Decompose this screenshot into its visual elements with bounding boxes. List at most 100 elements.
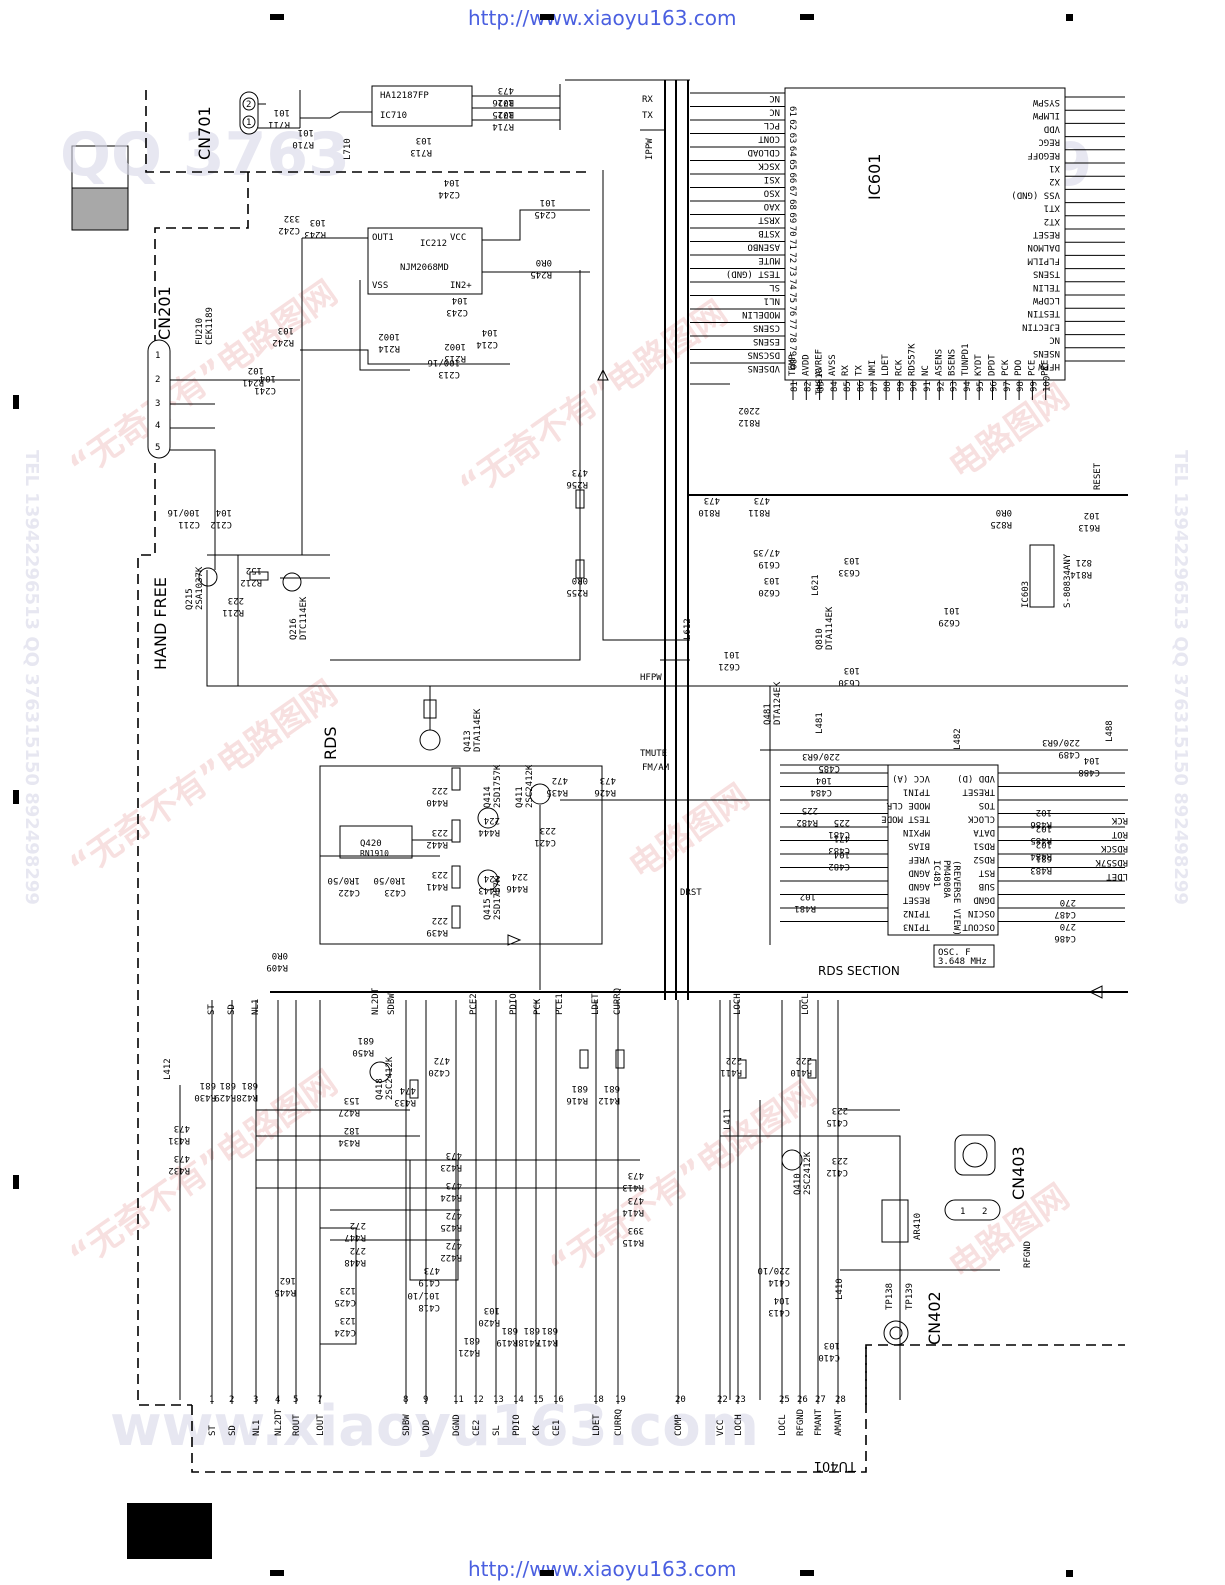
ic601-pin-label: TUNPD1: [961, 343, 971, 376]
capacitor-ref: C214: [476, 339, 498, 349]
resistor-value: 224: [484, 873, 500, 883]
resistor-value: 473: [446, 1180, 462, 1190]
tu401-pin-number: 14: [513, 1395, 524, 1405]
ic601-pin-number: 79: [787, 345, 797, 356]
svg-text:FU210: FU210: [195, 318, 205, 345]
capacitor-ref: C419: [418, 1277, 440, 1287]
resistor-ref: R245: [530, 269, 552, 279]
resistor-ref: R714: [492, 121, 514, 131]
ic601-pin-number: 84: [830, 381, 840, 392]
resistor-ref: R710: [292, 139, 314, 149]
svg-text:TP138: TP138: [885, 1283, 895, 1310]
resistor-value: 103: [416, 135, 432, 145]
page-tab: [71, 145, 129, 231]
svg-text:4: 4: [155, 421, 160, 431]
resistor-ref: R814: [1070, 569, 1092, 579]
ic710-label: IC710: [380, 111, 407, 121]
capacitor-value: 104: [452, 295, 468, 305]
svg-text:FM/AM: FM/AM: [642, 763, 670, 773]
capacitor-ref: C484: [810, 787, 832, 797]
svg-text:IC481: IC481: [931, 860, 941, 887]
resistor-value: 473: [446, 1150, 462, 1160]
ic481-signal: RDSCK: [1100, 843, 1128, 853]
ic601-pin-number: 93: [950, 381, 960, 392]
header-url[interactable]: http://www.xiaoyu163.com: [468, 6, 737, 30]
capacitor-ref: C425: [334, 1297, 356, 1307]
resistor-ref: R440: [426, 797, 448, 807]
hand-free-area: HAND FREE: [151, 170, 1128, 687]
ic481-signal: ROT: [1111, 829, 1128, 839]
ic212-label: IC212: [420, 239, 447, 249]
resistor-ref: R411: [720, 1067, 742, 1077]
ic601-pin-number: 96: [990, 381, 1000, 392]
resistor-value: 681: [1036, 853, 1052, 863]
resistor-ref: R447: [344, 1232, 366, 1242]
capacitor-value: 332: [284, 213, 300, 223]
resistor-value: 102: [498, 97, 514, 107]
resistor-value: 102: [498, 109, 514, 119]
resistor-value: 103: [310, 217, 326, 227]
resistor-ref: R213: [444, 353, 466, 363]
ic601-pin-label: PCK: [1001, 359, 1011, 376]
capacitor-ref: C423: [384, 887, 406, 897]
capacitor-ref: C483: [828, 845, 850, 855]
footer-url[interactable]: http://www.xiaoyu163.com: [468, 1557, 737, 1581]
ic601-pin-label: XSCK: [758, 161, 780, 171]
ic481-pin-label: VCC (A): [892, 773, 930, 783]
capacitor-ref: C489: [1058, 749, 1080, 759]
ic601-pin-label: XSTB: [758, 228, 780, 238]
transistor-part: 2SC2412K: [803, 1151, 813, 1195]
ic601-pin-label: XAO: [764, 201, 780, 211]
ic601-pin-number: 80: [787, 359, 797, 370]
resistor-ref: R445: [274, 1287, 296, 1297]
resistor-value: 821: [1076, 557, 1092, 567]
capacitor-value: 104: [482, 327, 498, 337]
ic601-pin-number: 66: [787, 173, 797, 184]
resistor-ref: R825: [990, 519, 1012, 529]
ic481-pin-label: MODE CLR: [886, 800, 930, 810]
tu401-bus-label: PCK: [533, 998, 543, 1015]
ic601-pin-number: 62: [787, 119, 797, 130]
resistor-ref: R421: [458, 1347, 480, 1357]
cn701-label: CN701: [195, 106, 214, 160]
ic601-pin-label: MODELIN: [742, 309, 780, 319]
resistor-ref: R415: [622, 1237, 644, 1247]
svg-text:1: 1: [960, 1207, 965, 1217]
capacitor-ref: C212: [210, 519, 232, 529]
svg-text:TH810: TH810: [815, 368, 825, 395]
resistor-value: 0R0: [996, 507, 1012, 517]
resistor-value: 102: [1036, 807, 1052, 817]
rds-section-label: RDS SECTION: [818, 964, 900, 978]
ic601-pin-label: EJECTIN: [1022, 321, 1060, 331]
resistor-value: 102: [1036, 823, 1052, 833]
capacitor-value: 104: [774, 1295, 790, 1305]
svg-text:2: 2: [982, 1207, 987, 1217]
svg-text:RX: RX: [642, 95, 653, 105]
capacitor-value: 1R0/50: [373, 875, 406, 885]
resistor-value: 473: [628, 1195, 644, 1205]
ic601-pin-label: X2: [1049, 176, 1060, 186]
ic601-pin-label: ASENS: [934, 349, 944, 376]
capacitor-value: 101: [724, 649, 740, 659]
resistor-value: 102: [1084, 510, 1100, 520]
ic481-pin-label: TRESET: [962, 787, 995, 797]
ic481-pin-label: DGND: [973, 895, 995, 905]
transistor-ref: Q415: [483, 898, 493, 920]
ic601-pin-label: ILMPW: [1032, 110, 1060, 120]
tu401-pin-number: 25: [779, 1395, 790, 1405]
capacitor-ref: C245: [534, 209, 556, 219]
transistor-ref: Q481: [763, 703, 773, 725]
inductor-ref: L412: [163, 1058, 173, 1080]
ic601-pin-number: 89: [896, 381, 906, 392]
ic601-pin-label: TEMP: [788, 354, 798, 376]
resistor-ref: R420: [478, 1317, 500, 1327]
tu401-pin-signal: ST: [208, 1425, 218, 1436]
resistor-ref: R439: [426, 927, 448, 937]
svg-text:IN2+: IN2+: [450, 281, 472, 291]
capacitor-ref: C412: [826, 1167, 848, 1177]
capacitor-value: 223: [540, 825, 556, 835]
inductor-ref: L621: [811, 574, 821, 596]
resistor-value: 102: [800, 891, 816, 901]
